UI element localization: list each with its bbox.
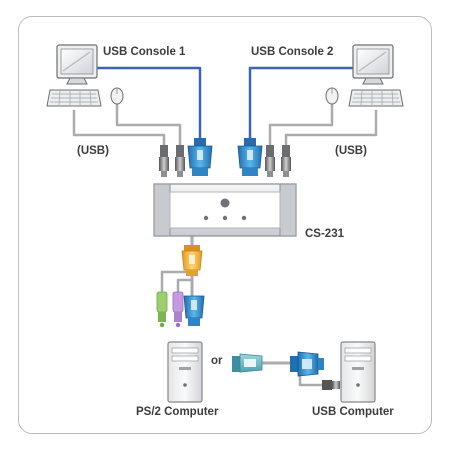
ps2-purple-plug-icon [172,291,184,328]
usb-adapter-cable [298,372,322,387]
ps2-green-cable [160,270,192,292]
ps2-tower-pc-icon [167,341,203,403]
usb-computer-label: USB Computer [312,406,394,418]
left-monitor-icon [56,44,98,85]
kvm-switch-icon [153,183,297,237]
kvm-select-button-icon [220,198,230,208]
left-usb-mouse-plug-icon [175,145,185,177]
kvm-led-1-icon [203,215,209,221]
usb-adapter-blue-connector-icon [290,351,324,377]
right-mouse-cable [268,100,334,145]
left-keyboard-icon [46,89,102,107]
left-usb-keyboard-plug-icon [159,145,169,177]
ps2-green-plug-icon [156,291,168,328]
usb-right-label: (USB) [335,145,367,157]
ps2-purple-cable [176,278,192,292]
right-usb-keyboard-plug-icon [281,145,291,177]
right-keyboard-icon [348,89,404,107]
kvm-blue-vga-connector-icon [183,295,205,326]
right-mouse-icon [325,87,339,105]
kvm-yellow-vga-connector-icon [181,245,203,276]
left-keyboard-cable [72,110,166,145]
kvm-led-2-icon [222,215,228,221]
right-vga-cable [248,66,357,140]
right-usb-mouse-plug-icon [265,145,275,177]
console-1-label: USB Console 1 [103,46,186,58]
ps2-computer-label: PS/2 Computer [136,406,219,418]
usb-adapter-plug-icon [322,380,340,390]
usb-adapter-teal-connector-icon [232,353,263,373]
right-monitor-icon [352,44,394,85]
usb-left-label: (USB) [77,145,109,157]
left-vga-connector-icon [187,138,213,176]
device-model-label: CS-231 [305,228,344,240]
right-vga-connector-icon [237,138,263,176]
console-2-label: USB Console 2 [251,46,334,58]
right-keyboard-cable [284,110,378,145]
left-vga-cable [93,66,202,140]
left-mouse-cable [115,96,182,145]
left-mouse-icon [110,87,124,105]
kvm-led-3-icon [241,215,247,221]
or-label: or [211,355,223,367]
usb-tower-pc-icon [340,341,376,403]
